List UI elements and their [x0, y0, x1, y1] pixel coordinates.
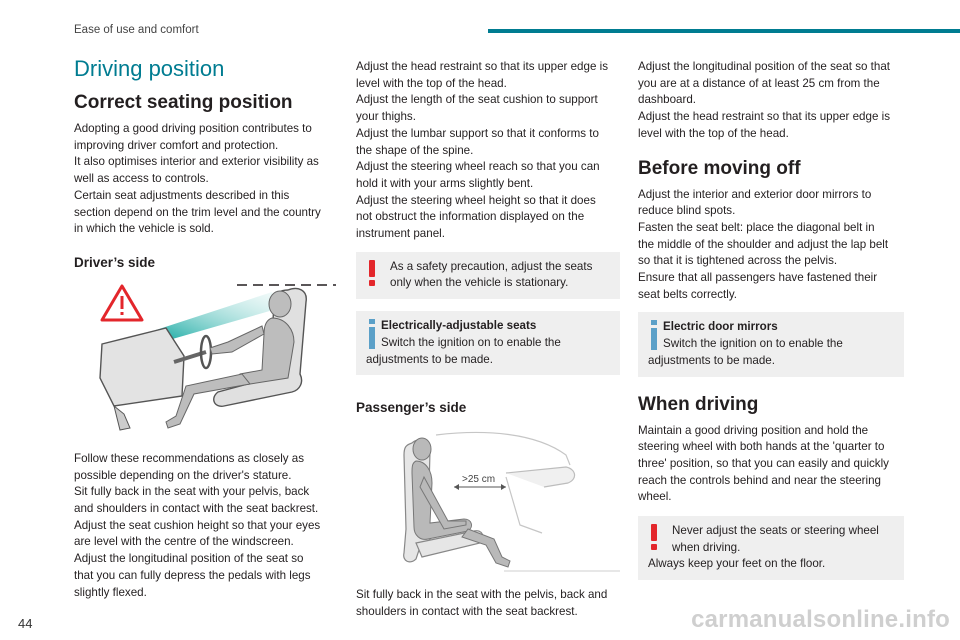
text-line: Switch the ignition on to enable the: [381, 335, 561, 349]
exclamation-icon: [651, 524, 657, 551]
text-line: seat belts correctly.: [638, 287, 738, 301]
text-line: Always keep your feet on the floor.: [648, 557, 826, 571]
page-title: Driving position: [74, 56, 225, 81]
text-line: steering wheel with both hands at the 'q…: [638, 440, 885, 454]
header-accent-bar: [488, 29, 960, 33]
heading-drivers-side: Driver’s side: [74, 254, 156, 270]
page-number: 44: [18, 616, 33, 631]
info-title: Electric door mirrors: [663, 320, 778, 334]
when-driving-text: Maintain a good driving position and hol…: [638, 423, 904, 507]
text-line: Adjust the head restraint so that its up…: [638, 110, 890, 124]
info-box-door-mirrors: Electric door mirrors Switch the ignitio…: [638, 312, 904, 377]
text-line: the shape of the spine.: [356, 143, 474, 157]
intro-paragraph: Adopting a good driving position contrib…: [74, 121, 336, 238]
distance-label: >25 cm: [462, 474, 495, 485]
text-line: Maintain a good driving position and hol…: [638, 423, 869, 437]
text-line: your thighs.: [356, 110, 416, 124]
text-line: level with the top of the head.: [638, 126, 789, 140]
text-line: Certain seat adjustments described in th…: [74, 188, 290, 202]
text-line: level with the top of the head.: [356, 76, 507, 90]
exclamation-icon: [369, 259, 375, 286]
column-1: Driving position Correct seating positio…: [74, 56, 336, 601]
text-line: As a safety precaution, adjust the seats: [390, 259, 593, 273]
text-line: Adjust the head restraint so that its up…: [356, 60, 608, 73]
heading-correct-seating: Correct seating position: [74, 92, 293, 113]
text-line: dashboard.: [638, 93, 697, 107]
text-line: Follow these recommendations as closely …: [74, 451, 305, 465]
text-line: not obstruct the information displayed o…: [356, 210, 585, 224]
driving-warning-box: Never adjust the seats or steering wheel…: [638, 516, 904, 581]
text-line: wheel.: [638, 490, 672, 504]
watermark: carmanualsonline.info: [691, 606, 950, 633]
column-2: Adjust the head restraint so that its up…: [356, 59, 620, 621]
text-line: Switch the ignition on to enable the: [663, 337, 843, 351]
text-line: reach the controls behind and near the s…: [638, 473, 881, 487]
text-line: you are at a distance of at least 25 cm …: [638, 76, 880, 90]
text-line: hold it with your arms slightly bent.: [356, 176, 534, 190]
text-line: Never adjust the seats or steering wheel: [672, 524, 879, 538]
before-moving-off-text: Adjust the interior and exterior door mi…: [638, 187, 904, 304]
heading-before-moving-off: Before moving off: [638, 157, 801, 179]
text-line: Adjust the interior and exterior door mi…: [638, 187, 872, 201]
text-line: well as access to controls.: [74, 172, 209, 186]
text-line: only when the vehicle is stationary.: [390, 276, 569, 290]
text-line: shoulders in contact with the seat backr…: [356, 604, 578, 618]
text-line: and shoulders in contact with the seat b…: [74, 502, 319, 516]
text-line: Adjust the length of the seat cushion to…: [356, 93, 598, 107]
adjustment-instructions: Adjust the head restraint so that its up…: [356, 59, 620, 243]
passenger-adjustments: Adjust the longitudinal position of the …: [638, 59, 904, 143]
text-line: slightly flexed.: [74, 585, 147, 599]
text-line: Adjust the steering wheel reach so that …: [356, 160, 600, 174]
text-line: Fasten the seat belt: place the diagonal…: [638, 220, 875, 234]
driver-seat-illustration: [74, 278, 336, 443]
text-line: Adjust the steering wheel height so that…: [356, 193, 596, 207]
text-line: adjustments to be made.: [366, 352, 493, 366]
warning-triangle-icon: [100, 284, 144, 322]
text-line: possible depending on the driver's statu…: [74, 468, 292, 482]
text-line: Sit fully back in the seat with your pel…: [74, 485, 310, 499]
passenger-seat-illustration: >25 cm: [356, 425, 620, 575]
heading-when-driving: When driving: [638, 393, 759, 415]
info-title: Electrically-adjustable seats: [381, 319, 537, 333]
text-line: Adjust the longitudinal position of the …: [638, 60, 891, 73]
text-line: the middle of the shoulder and adjust th…: [638, 237, 889, 251]
text-line: in which the vehicle is sold.: [74, 222, 214, 236]
info-box-electric-seats: Electrically-adjustable seats Switch the…: [356, 311, 620, 376]
text-line: Sit fully back in the seat with the pelv…: [356, 588, 608, 602]
text-line: Adjust the longitudinal position of the …: [74, 552, 304, 566]
safety-warning-box: As a safety precaution, adjust the seats…: [356, 251, 620, 300]
text-line: so that it is tightened across the pelvi…: [638, 254, 838, 268]
text-line: when driving.: [672, 540, 741, 554]
text-line: section depend on the trim level and the…: [74, 205, 321, 219]
text-line: Adjust the lumbar support so that it con…: [356, 126, 599, 140]
text-line: improving driver comfort and protection.: [74, 138, 279, 152]
column-3: Adjust the longitudinal position of the …: [638, 59, 904, 581]
text-line: reduce blind spots.: [638, 204, 736, 218]
info-icon: [651, 320, 657, 351]
driver-recommendations: Follow these recommendations as closely …: [74, 451, 336, 601]
heading-passengers-side: Passenger’s side: [356, 400, 467, 416]
info-icon: [369, 319, 375, 350]
text-line: Adjust the seat cushion height so that y…: [74, 518, 321, 532]
text-line: Adopting a good driving position contrib…: [74, 122, 312, 135]
text-line: It also optimises interior and exterior …: [74, 155, 319, 169]
passenger-recommendation: Sit fully back in the seat with the pelv…: [356, 587, 620, 620]
text-line: that you can fully depress the pedals wi…: [74, 568, 311, 582]
text-line: three' position, so that you can easily …: [638, 456, 889, 470]
text-line: adjustments to be made.: [648, 353, 775, 367]
text-line: instrument panel.: [356, 227, 445, 241]
text-line: are level with the centre of the windscr…: [74, 535, 294, 549]
text-line: Ensure that all passengers have fastened…: [638, 271, 878, 285]
section-label: Ease of use and comfort: [74, 24, 199, 36]
